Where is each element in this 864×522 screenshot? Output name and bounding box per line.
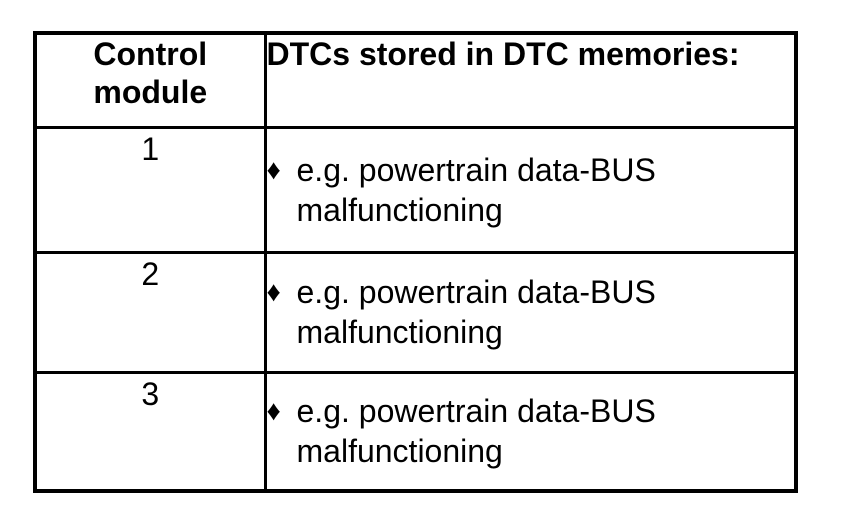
diamond-bullet-icon: ♦	[266, 395, 281, 427]
dtc-memories-header: DTCs stored in DTC memories:	[263, 31, 798, 129]
module-number-cell: 3	[33, 370, 267, 493]
table-row: 1 ♦ e.g. powertrain data-BUS malfunction…	[33, 125, 798, 254]
dtc-description-text: e.g. powertrain data-BUS malfunctioning	[296, 151, 656, 228]
table-header-row: Control module DTCs stored in DTC memori…	[33, 31, 798, 129]
dtc-description-text: e.g. powertrain data-BUS malfunctioning	[296, 274, 656, 350]
bullet-list-item: ♦ e.g. powertrain data-BUS malfunctionin…	[267, 150, 795, 230]
control-module-header: Control module	[33, 31, 267, 129]
bullet-list-item: ♦ e.g. powertrain data-BUS malfunctionin…	[267, 391, 795, 471]
dtc-description-cell: ♦ e.g. powertrain data-BUS malfunctionin…	[263, 370, 798, 493]
diamond-bullet-icon: ♦	[266, 153, 281, 185]
dtc-description-cell: ♦ e.g. powertrain data-BUS malfunctionin…	[263, 250, 798, 374]
diamond-bullet-icon: ♦	[266, 276, 281, 307]
dtc-table: Control module DTCs stored in DTC memori…	[33, 31, 798, 493]
table-row: 2 ♦ e.g. powertrain data-BUS malfunction…	[33, 250, 798, 374]
bullet-list-item: ♦ e.g. powertrain data-BUS malfunctionin…	[267, 272, 795, 352]
module-number-cell: 1	[33, 125, 267, 254]
dtc-description-cell: ♦ e.g. powertrain data-BUS malfunctionin…	[263, 125, 798, 254]
dtc-description-text: e.g. powertrain data-BUS malfunctioning	[296, 393, 656, 470]
module-number-cell: 2	[33, 250, 267, 374]
table-row: 3 ♦ e.g. powertrain data-BUS malfunction…	[33, 370, 798, 493]
